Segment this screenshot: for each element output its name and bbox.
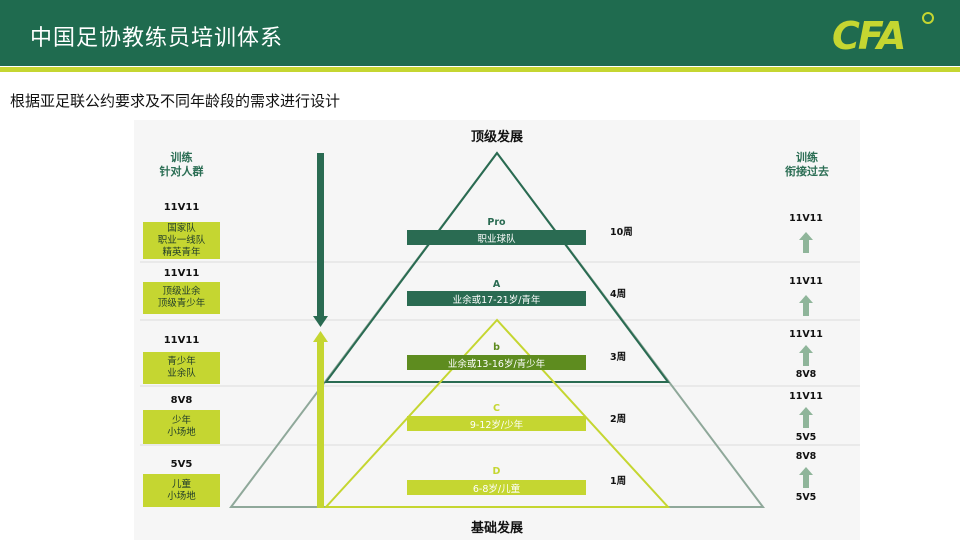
- row-format: 11V11: [163, 202, 200, 213]
- target-group: 儿童: [171, 478, 191, 490]
- left-column-header: 训练 针对人群: [143, 151, 220, 179]
- transition-arrow-icon: [799, 407, 813, 428]
- subtitle: 根据亚足联公约要求及不同年龄段的需求进行设计: [10, 92, 341, 110]
- right-header-line: 训练: [796, 151, 818, 164]
- left-header-line: 针对人群: [159, 165, 204, 178]
- transition-arrow-icon: [799, 295, 813, 316]
- target-group: 业余队: [167, 368, 196, 379]
- level-bar: 职业球队: [407, 230, 586, 245]
- header-stripe: [0, 67, 960, 72]
- diagram-panel: [134, 120, 860, 540]
- transition-top: 11V11: [789, 329, 823, 340]
- transition-top: 11V11: [789, 391, 823, 402]
- left-header-line: 训练: [170, 151, 193, 164]
- base-development-label: 基础发展: [470, 521, 523, 536]
- target-group: 小场地: [167, 427, 196, 438]
- target-group: 国家队: [167, 222, 196, 234]
- level-label: A: [492, 279, 501, 290]
- right-header-line: 衔接过去: [785, 165, 829, 178]
- outer-pyramid: [228, 151, 766, 508]
- target-group-box: 儿童小场地: [143, 474, 220, 507]
- target-group: 青少年: [167, 356, 196, 367]
- level-label: C: [493, 403, 500, 414]
- row-format: 5V5: [170, 459, 193, 470]
- cfa-logo: CFA: [832, 14, 906, 58]
- transition-arrow-icon: [799, 345, 813, 366]
- football-icon: [922, 12, 934, 24]
- level-bar: 9-12岁/少年: [407, 416, 586, 431]
- target-group-box: 国家队职业一线队精英青年: [143, 222, 220, 259]
- transition-arrow-icon: [799, 467, 813, 488]
- transition-bottom: 5V5: [795, 432, 817, 443]
- transition-bottom: 8V8: [795, 369, 817, 380]
- target-group: 少年: [171, 415, 191, 426]
- row-format: 11V11: [163, 268, 200, 279]
- page-title: 中国足协教练员培训体系: [30, 26, 284, 51]
- target-group-box: 少年小场地: [143, 410, 220, 444]
- course-duration: 1周: [610, 476, 627, 487]
- top-development-label: 顶级发展: [470, 130, 523, 145]
- course-duration: 2周: [610, 414, 627, 425]
- course-duration: 4周: [610, 289, 627, 300]
- transition-top: 11V11: [789, 213, 823, 224]
- up-arrow-icon: [313, 331, 328, 508]
- target-group-box: 顶级业余顶级青少年: [143, 282, 220, 314]
- transition-arrow-icon: [799, 232, 813, 253]
- level-bar: 业余或13-16岁/青少年: [407, 355, 586, 370]
- upper-pyramid: [324, 151, 670, 383]
- level-bar: 业余或17-21岁/青年: [407, 291, 586, 306]
- right-column-header: 训练 衔接过去: [772, 151, 842, 179]
- transition-top: 11V11: [789, 276, 823, 287]
- transition-top: 8V8: [795, 451, 817, 462]
- course-duration: 10周: [610, 227, 633, 238]
- header-bar: 中国足协教练员培训体系 CFA: [0, 0, 960, 66]
- target-group: 顶级青少年: [157, 298, 206, 309]
- level-label: b: [493, 342, 500, 353]
- target-group-box: 青少年业余队: [143, 352, 220, 384]
- level-bar: 6-8岁/儿童: [407, 480, 586, 495]
- down-arrow-icon: [313, 153, 328, 327]
- target-group: 小场地: [167, 490, 196, 502]
- row-format: 11V11: [163, 335, 200, 346]
- transition-bottom: 5V5: [795, 492, 817, 503]
- level-label: Pro: [487, 217, 506, 228]
- course-duration: 3周: [610, 352, 627, 363]
- row-format: 8V8: [170, 395, 193, 406]
- target-group: 顶级业余: [162, 286, 201, 297]
- level-label: D: [492, 466, 501, 477]
- target-group: 职业一线队: [157, 234, 206, 246]
- lower-pyramid: [323, 318, 671, 508]
- target-group: 精英青年: [162, 246, 201, 258]
